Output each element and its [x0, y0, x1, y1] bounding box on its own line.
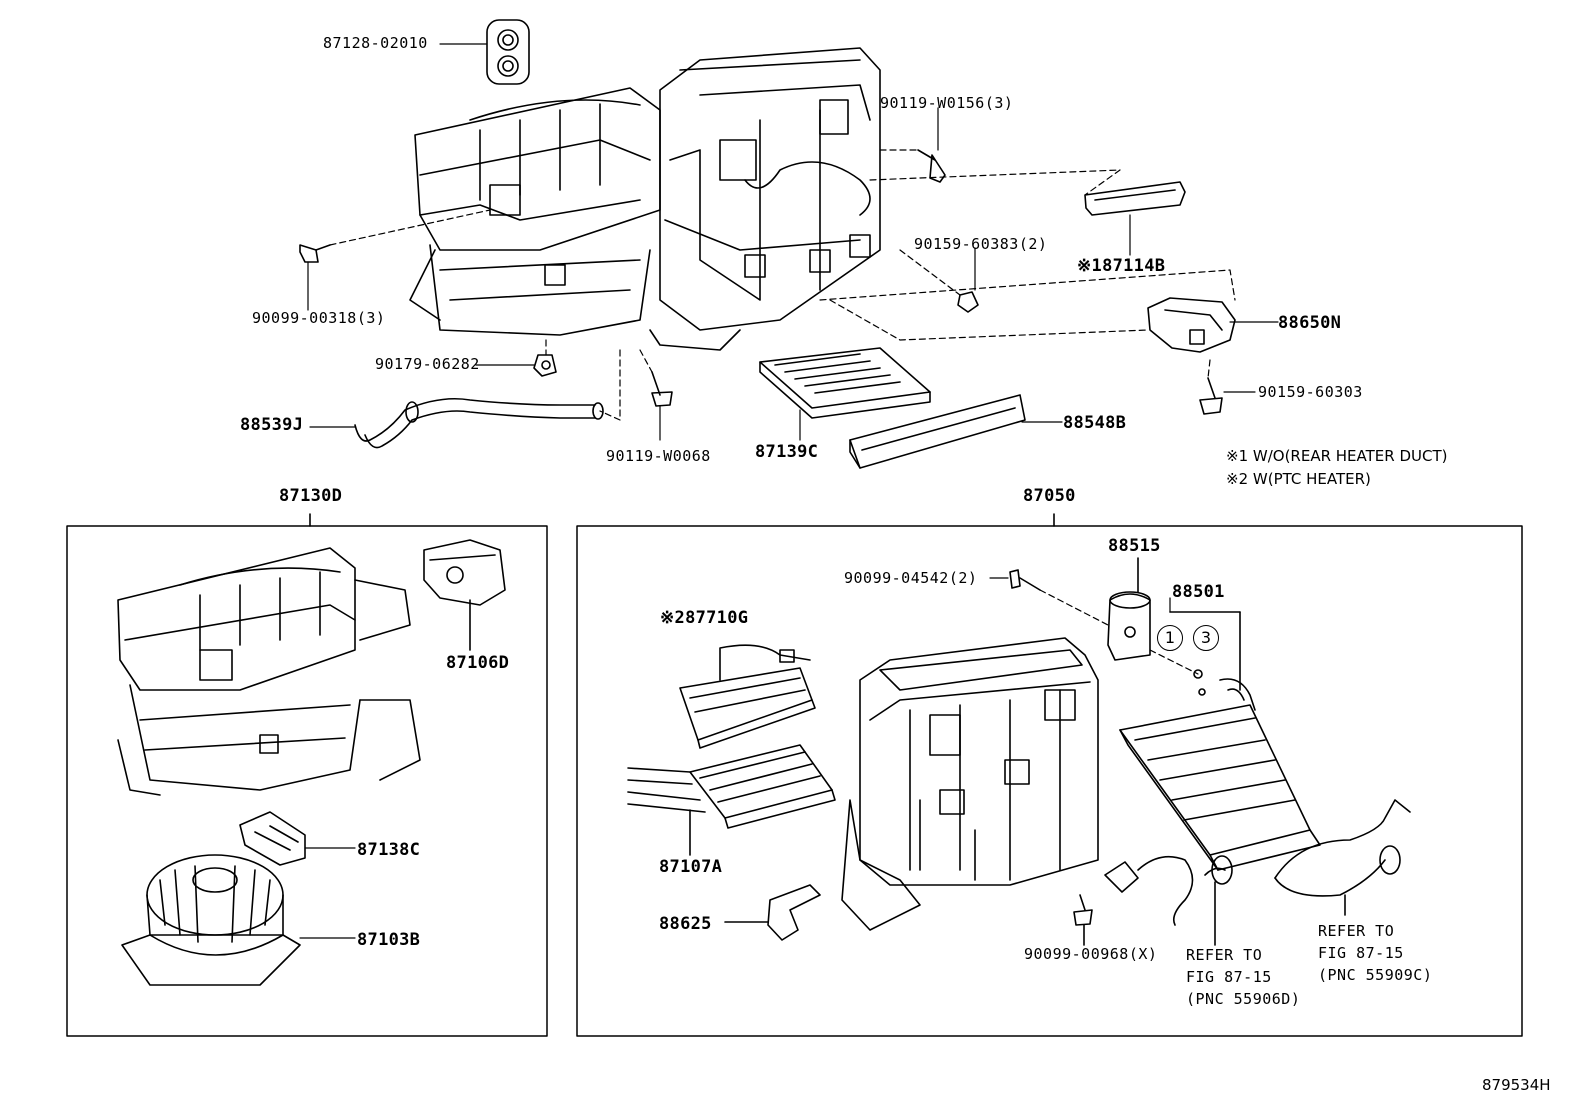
label-90099-00968[interactable]: 90099-00968(X) [1024, 945, 1158, 963]
bolt-90159-60383 [957, 291, 979, 313]
label-87130d[interactable]: 87130D [279, 486, 343, 506]
reference-2-line-2: FIG 87-15 [1318, 944, 1404, 962]
reference-1-line-1: REFER TO [1186, 946, 1263, 964]
label-90159-60303[interactable]: 90159-60303 [1258, 383, 1363, 401]
label-87710g[interactable]: ※287710G [660, 608, 749, 628]
callout-1: 1 [1157, 625, 1183, 651]
reference-2-line-1: REFER TO [1318, 922, 1395, 940]
assembly-box-87050 [576, 525, 1523, 1037]
screw-90159-60303 [1199, 377, 1223, 415]
reference-2-line-3: (PNC 55909C) [1318, 966, 1433, 984]
housing-assembly-top [409, 47, 881, 351]
label-87106d[interactable]: 87106D [446, 653, 510, 673]
duct-87114b [1084, 181, 1186, 216]
label-90159-60383[interactable]: 90159-60383(2) [914, 235, 1048, 253]
blower-motor-87103b [121, 854, 301, 986]
note-1: ※1 W/O(REAR HEATER DUCT) [1226, 447, 1448, 465]
drawing-id: 879534H [1482, 1076, 1551, 1094]
label-88515[interactable]: 88515 [1108, 536, 1161, 556]
bolt-90099-00318 [299, 244, 331, 263]
reference-1-line-2: FIG 87-15 [1186, 968, 1272, 986]
blower-unit-drawing [117, 547, 421, 796]
reference-note-2[interactable]: REFER TO FIG 87-15 (PNC 55909C) [1318, 920, 1432, 986]
heater-core-87107a [627, 744, 836, 856]
hose-88539j [354, 397, 604, 449]
label-87128-02010[interactable]: 87128-02010 [323, 34, 428, 52]
filter-case-88548b [849, 394, 1026, 469]
label-90119-w0068[interactable]: 90119-W0068 [606, 447, 711, 465]
reference-1-line-3: (PNC 55906D) [1186, 990, 1301, 1008]
sensor-88625 [724, 884, 821, 941]
callout-3: 3 [1193, 625, 1219, 651]
nut-90179-06282 [533, 354, 557, 377]
label-87050[interactable]: 87050 [1023, 486, 1076, 506]
label-90179-06282[interactable]: 90179-06282 [375, 355, 480, 373]
screw-90119-w0068 [651, 371, 673, 407]
bolt-90099-04542 [1009, 569, 1041, 591]
evaporator-88501 [1119, 611, 1321, 871]
reference-note-1[interactable]: REFER TO FIG 87-15 (PNC 55906D) [1186, 944, 1300, 1010]
label-90119-w0156[interactable]: 90119-W0156(3) [880, 94, 1014, 112]
label-88501[interactable]: 88501 [1172, 582, 1225, 602]
filter-87139c [759, 347, 931, 419]
grommet-drawing [486, 19, 530, 85]
note-2: ※2 W(PTC HEATER) [1226, 470, 1371, 488]
sensor-wire-1 [1104, 855, 1233, 946]
label-88625[interactable]: 88625 [659, 914, 712, 934]
label-88650n[interactable]: 88650N [1278, 313, 1342, 333]
screw-90099-00968 [1073, 894, 1093, 946]
label-88539j[interactable]: 88539J [240, 415, 304, 435]
sensor-88650n [1147, 297, 1236, 353]
label-87114b[interactable]: ※187114B [1077, 256, 1166, 276]
label-87139c[interactable]: 87139C [755, 442, 819, 462]
label-90099-04542[interactable]: 90099-04542(2) [844, 569, 978, 587]
label-87107a[interactable]: 87107A [659, 857, 723, 877]
bolt-90119-w0156 [917, 149, 946, 183]
label-90099-00318[interactable]: 90099-00318(3) [252, 309, 386, 327]
actuator-87106d [423, 539, 506, 651]
label-87103b[interactable]: 87103B [357, 930, 421, 950]
heater-case-87050 [841, 637, 1099, 931]
resistor-87138c [239, 811, 306, 866]
expansion-valve-88515 [1107, 557, 1151, 661]
sensor-wire-2 [1274, 799, 1411, 916]
ptc-heater-87710g [679, 644, 816, 749]
label-88548b[interactable]: 88548B [1063, 413, 1127, 433]
assembly-box-87130d [66, 525, 548, 1037]
label-87138c[interactable]: 87138C [357, 840, 421, 860]
